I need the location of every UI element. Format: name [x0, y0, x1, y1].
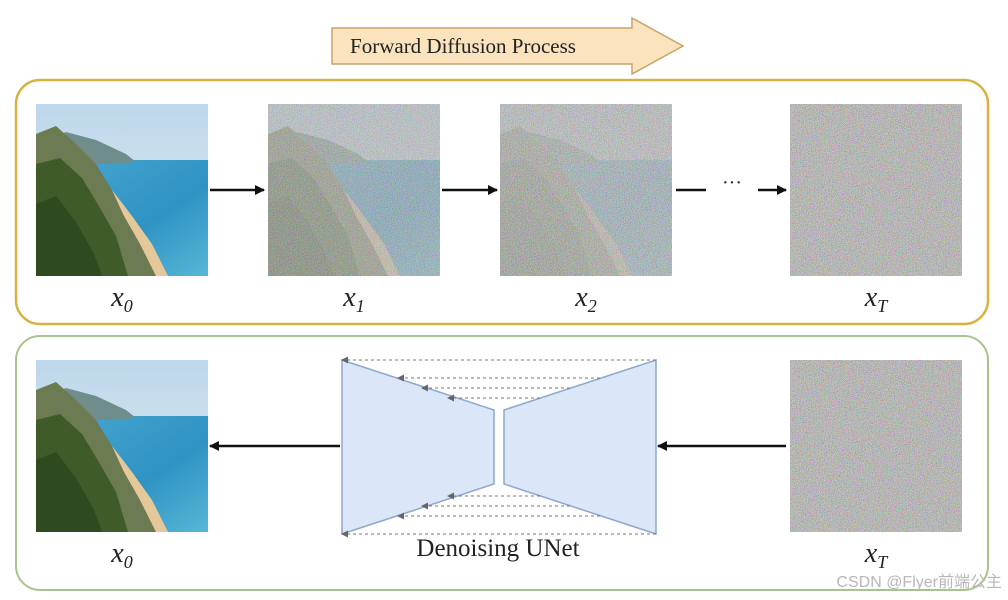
- label-x0-reverse: x0: [111, 538, 133, 572]
- unet-label: Denoising UNet: [416, 535, 580, 562]
- forward-process-label: Forward Diffusion Process: [350, 33, 576, 58]
- forward-image-x0: [36, 104, 208, 276]
- reverse-process-box: [15, 335, 989, 591]
- forward-process-arrow: [331, 16, 685, 76]
- reverse-image-xT: [790, 360, 962, 532]
- forward-process-box: [14, 78, 990, 326]
- label-xT-forward: xT: [864, 282, 888, 316]
- forward-image-x1: [268, 104, 440, 276]
- reverse-image-x0: [36, 360, 208, 532]
- unet-encoder: [341, 358, 495, 536]
- forward-image-xT: [790, 104, 962, 276]
- forward-image-x2: [500, 104, 672, 276]
- label-x1: x1: [343, 282, 365, 316]
- unet-skip-connections: [341, 356, 656, 538]
- label-x2: x2: [575, 282, 597, 316]
- ellipsis: ···: [722, 172, 742, 194]
- label-x0-forward: x0: [111, 282, 133, 316]
- unet-decoder: [503, 358, 657, 536]
- watermark: CSDN @Flyer前端公主: [836, 574, 1002, 591]
- label-xT-reverse: xT: [864, 538, 888, 572]
